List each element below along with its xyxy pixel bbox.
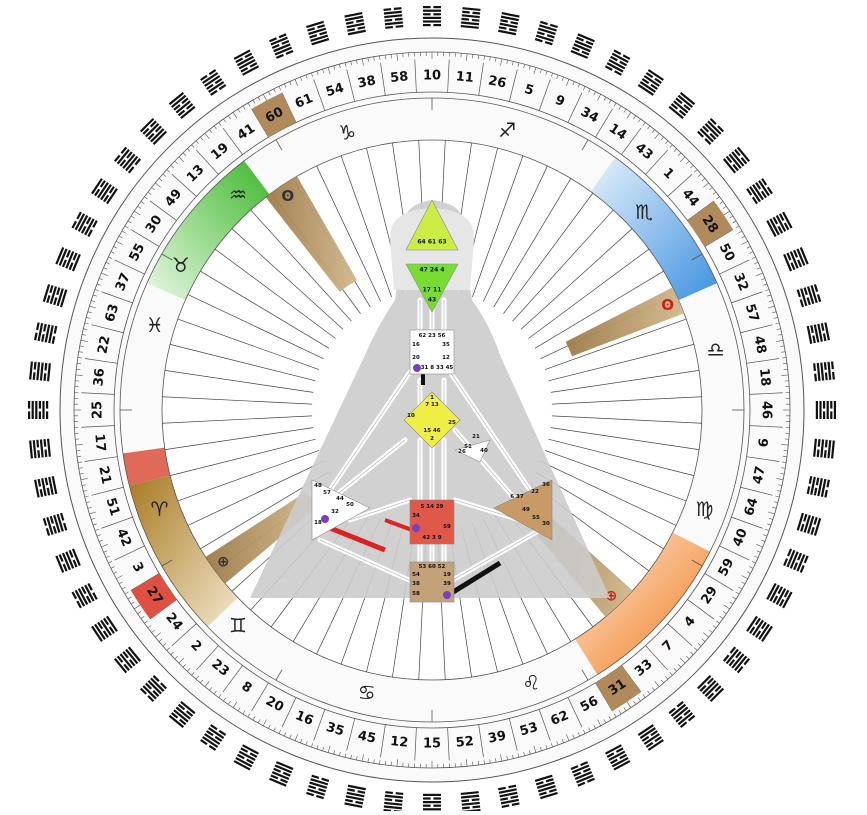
gate-label: 10	[407, 413, 415, 419]
gate-label: 59	[443, 524, 451, 530]
gate-label: 22	[531, 489, 539, 495]
gate-label: 19	[443, 572, 451, 578]
gate-label: 44	[336, 496, 344, 502]
gate-number: 12	[390, 734, 409, 751]
gate-number: 52	[455, 734, 474, 751]
gate-label: 1	[430, 395, 434, 401]
zodiac-icon: ♓	[146, 313, 164, 337]
zodiac-icon: ♒	[229, 182, 247, 206]
gate-label: 50	[346, 502, 354, 508]
gate-label: 54	[412, 572, 420, 578]
gate-number: 11	[455, 69, 474, 86]
gate-label: 30	[542, 521, 550, 527]
gate-label: 53 60 52	[419, 564, 446, 570]
gate-number: 18	[756, 368, 773, 387]
gate-label: 25	[448, 420, 456, 426]
gate-label: 35	[442, 342, 450, 348]
gate-number: 46	[759, 401, 774, 419]
gate-label: 39	[443, 581, 451, 587]
gate-label: 2	[430, 436, 434, 442]
gate-label: 20	[412, 355, 420, 361]
gate-label: 36	[542, 482, 550, 488]
zodiac-icon: ♏	[635, 200, 653, 224]
gate-label: 18	[314, 520, 322, 526]
zodiac-icon: ♐	[498, 118, 516, 142]
gate-label: 15 46	[423, 428, 440, 434]
zodiac-icon: ♍	[696, 497, 714, 521]
gate-marker	[412, 524, 420, 532]
gate-marker	[321, 515, 329, 523]
gate-label: 40	[480, 448, 488, 454]
planet-icon: ⊕	[217, 553, 230, 571]
gate-label: 16	[412, 342, 420, 348]
gate-label: 47 24 4	[419, 267, 444, 274]
gate-label: 48	[314, 483, 322, 489]
gate-label: 31 8 33 45	[421, 365, 454, 371]
zodiac-icon: ♎	[707, 338, 725, 362]
gate-number: 58	[390, 69, 409, 86]
gate-number: 15	[423, 737, 441, 752]
gate-number: 25	[91, 401, 106, 419]
gate-label: 17 11	[423, 287, 442, 294]
zodiac-icon: ♉	[172, 253, 190, 277]
gate-label: 6 37	[510, 494, 524, 500]
zodiac-icon: ♌	[522, 671, 540, 695]
gate-label: 64 61 63	[417, 239, 446, 246]
gate-label: 42 3 9	[422, 535, 441, 541]
gate-label: 49	[522, 507, 530, 513]
zodiac-icon: ♈	[151, 497, 169, 521]
gate-label: 62 23 56	[419, 333, 446, 339]
gate-number: 17	[91, 433, 108, 452]
gate-label: 43	[428, 297, 436, 304]
gate-marker	[413, 364, 421, 372]
gate-label: 26	[458, 449, 466, 455]
gate-number: 6	[756, 438, 772, 448]
gate-label: 55	[532, 515, 540, 521]
gate-label: 12	[442, 355, 450, 361]
gate-label: 38	[412, 581, 420, 587]
gate-marker	[443, 591, 451, 599]
zodiac-icon: ♋	[358, 681, 376, 705]
gate-label: 21	[472, 434, 480, 440]
zodiac-icon: ♑	[338, 121, 356, 145]
gate-number: 10	[423, 69, 441, 84]
gate-label: 5 14 29	[421, 504, 444, 510]
gate-label: 58	[412, 591, 420, 597]
gate-label: 7 13	[425, 402, 439, 408]
gate-number: 36	[91, 368, 108, 387]
planet-icon: ʘ	[661, 296, 674, 314]
gate-label: 32	[331, 509, 339, 515]
zodiac-icon: ♊	[229, 614, 247, 638]
planet-icon: ʘ	[281, 187, 294, 205]
gate-label: 57	[323, 490, 331, 496]
gate-label: 34	[412, 513, 420, 519]
